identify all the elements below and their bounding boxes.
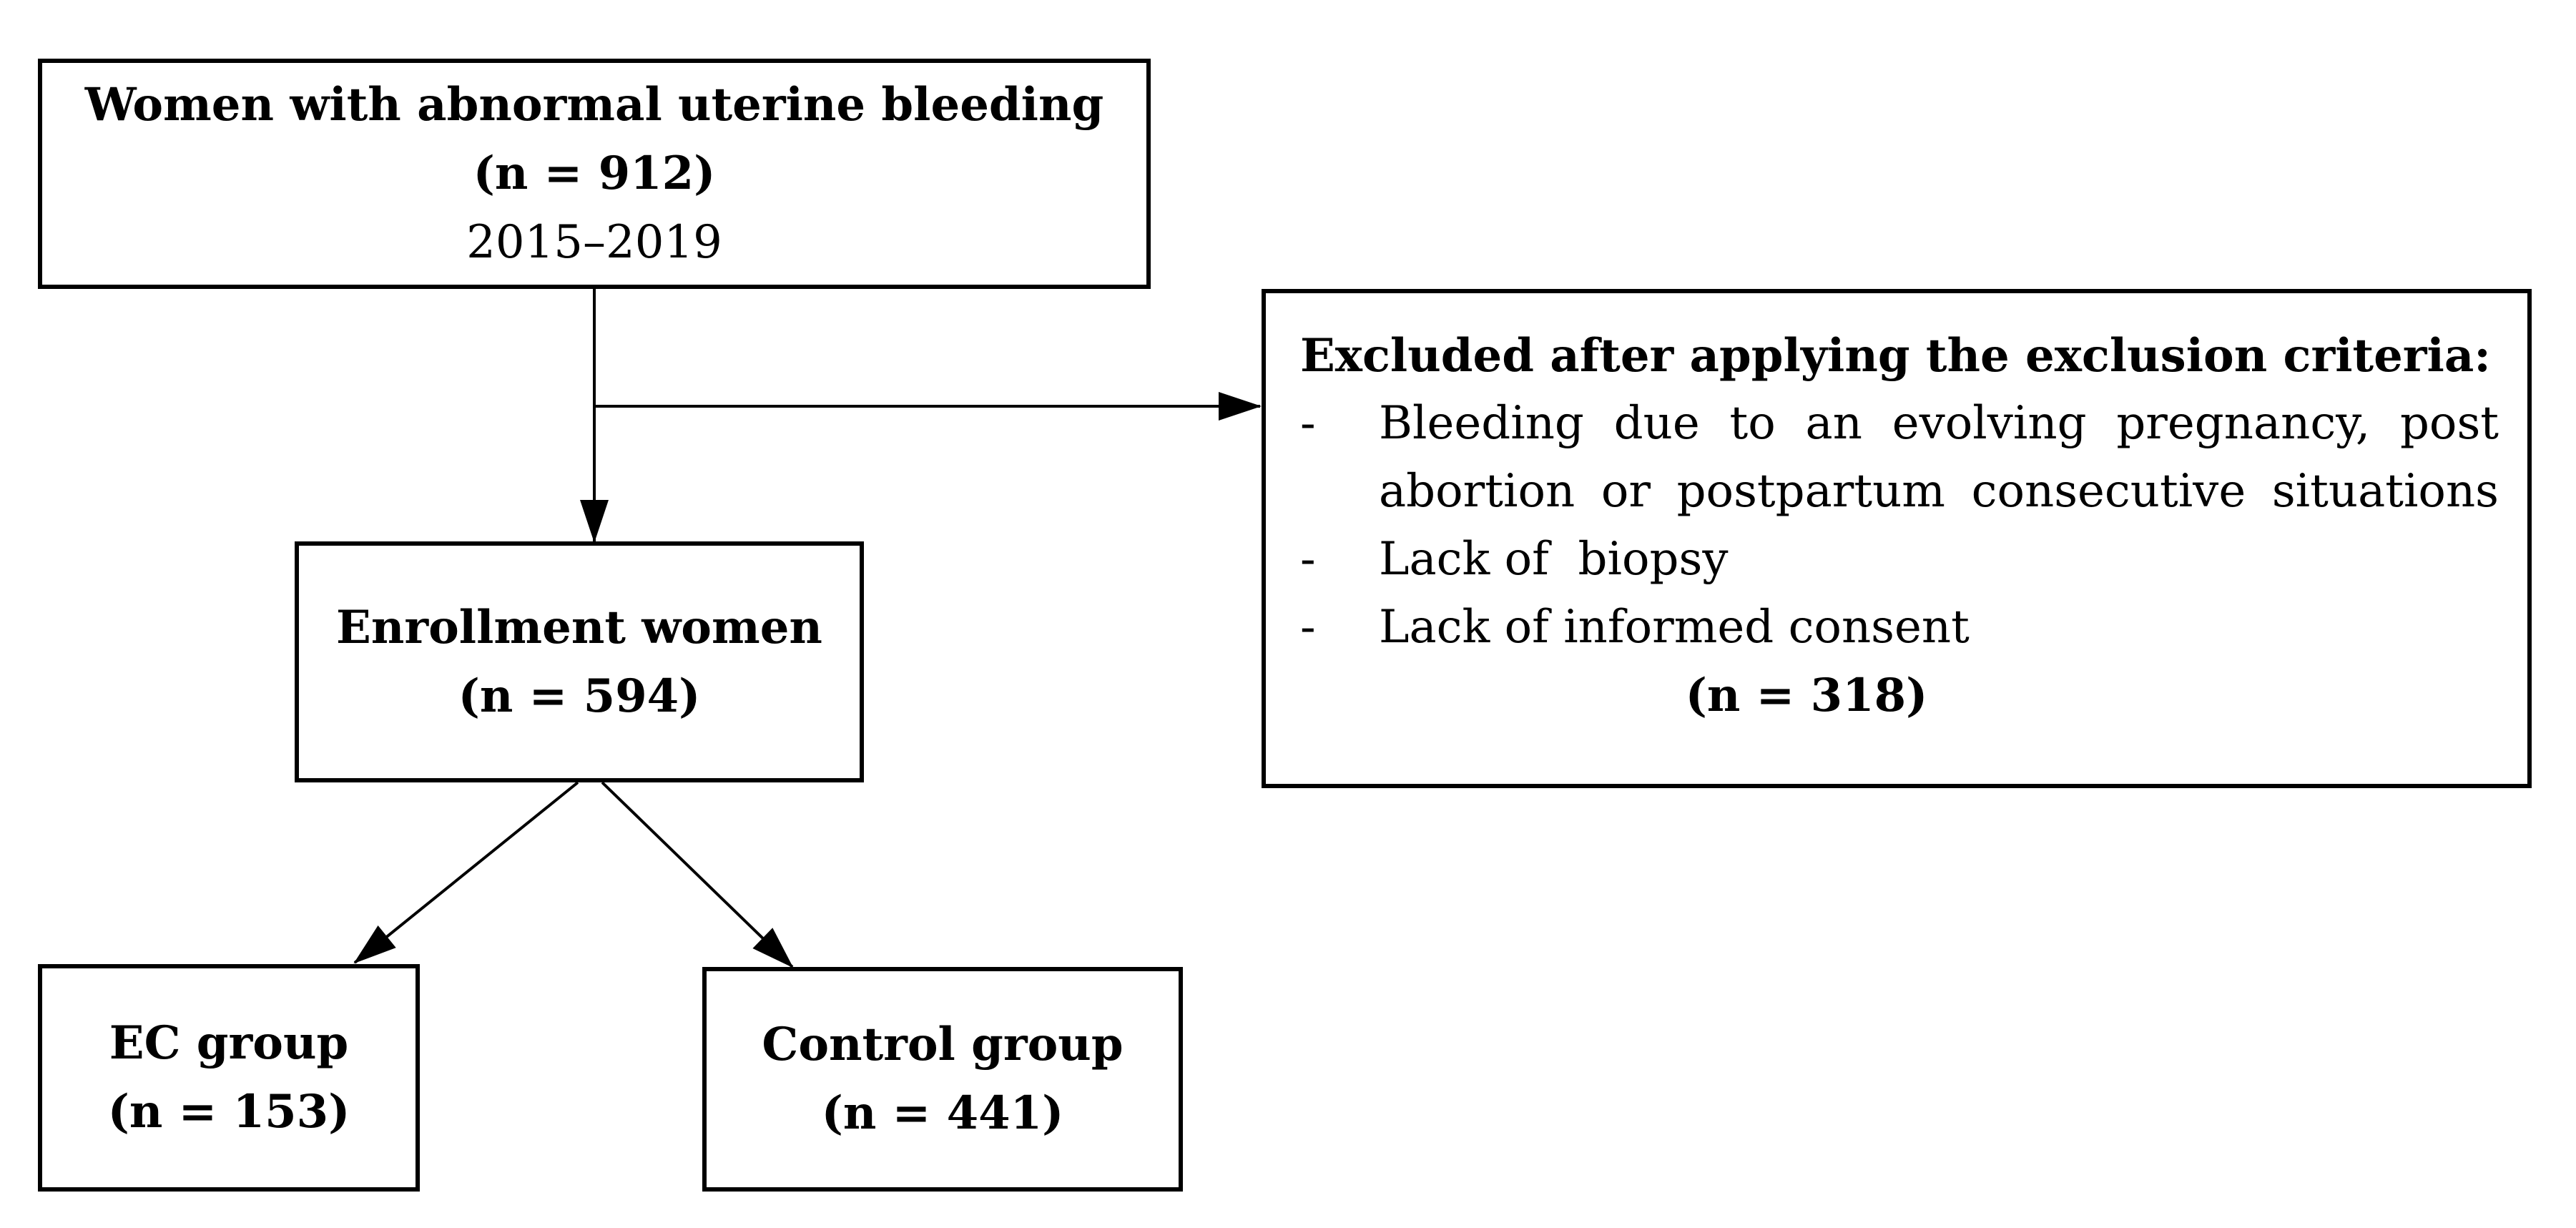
enrollment-count: (n = 594)	[458, 669, 701, 723]
source-count: (n = 912)	[473, 147, 716, 200]
excluded-item-row: - Bleeding due to an evolving pregnancy,…	[1300, 390, 2499, 526]
bullet-dash: -	[1300, 397, 1316, 450]
arrow-enrollment-to-ec	[353, 781, 579, 964]
control-group-title: Control group	[762, 1018, 1124, 1071]
excluded-count: (n = 318)	[1685, 669, 1928, 722]
box-ec-group: EC group (n = 153)	[38, 964, 420, 1192]
enrollment-title: Enrollment women	[336, 600, 822, 654]
excluded-item-row: - Lack of informed consent	[1300, 594, 2499, 662]
excluded-heading: Excluded after applying the exclusion cr…	[1300, 329, 2491, 383]
box-excluded: Excluded after applying the exclusion cr…	[1262, 289, 2532, 788]
box-enrollment: Enrollment women (n = 594)	[295, 541, 864, 782]
excluded-item-text: Bleeding due to an evolving pregnancy, p…	[1379, 397, 2499, 518]
excluded-item-row: - Lack of biopsy	[1300, 526, 2499, 594]
bullet-dash: -	[1300, 601, 1316, 654]
box-control-group: Control group (n = 441)	[702, 967, 1183, 1192]
bullet-dash: -	[1300, 533, 1316, 586]
source-period: 2015–2019	[466, 216, 722, 269]
control-group-count: (n = 441)	[821, 1086, 1064, 1140]
ec-group-count: (n = 153)	[107, 1085, 350, 1139]
arrow-enrollment-to-control	[601, 781, 794, 968]
source-title: Women with abnormal uterine bleeding	[84, 78, 1104, 132]
excluded-item-text: Lack of biopsy	[1379, 533, 1729, 586]
ec-group-title: EC group	[109, 1016, 349, 1070]
excluded-item-text: Lack of informed consent	[1379, 601, 1970, 654]
box-source-population: Women with abnormal uterine bleeding (n …	[38, 59, 1151, 289]
